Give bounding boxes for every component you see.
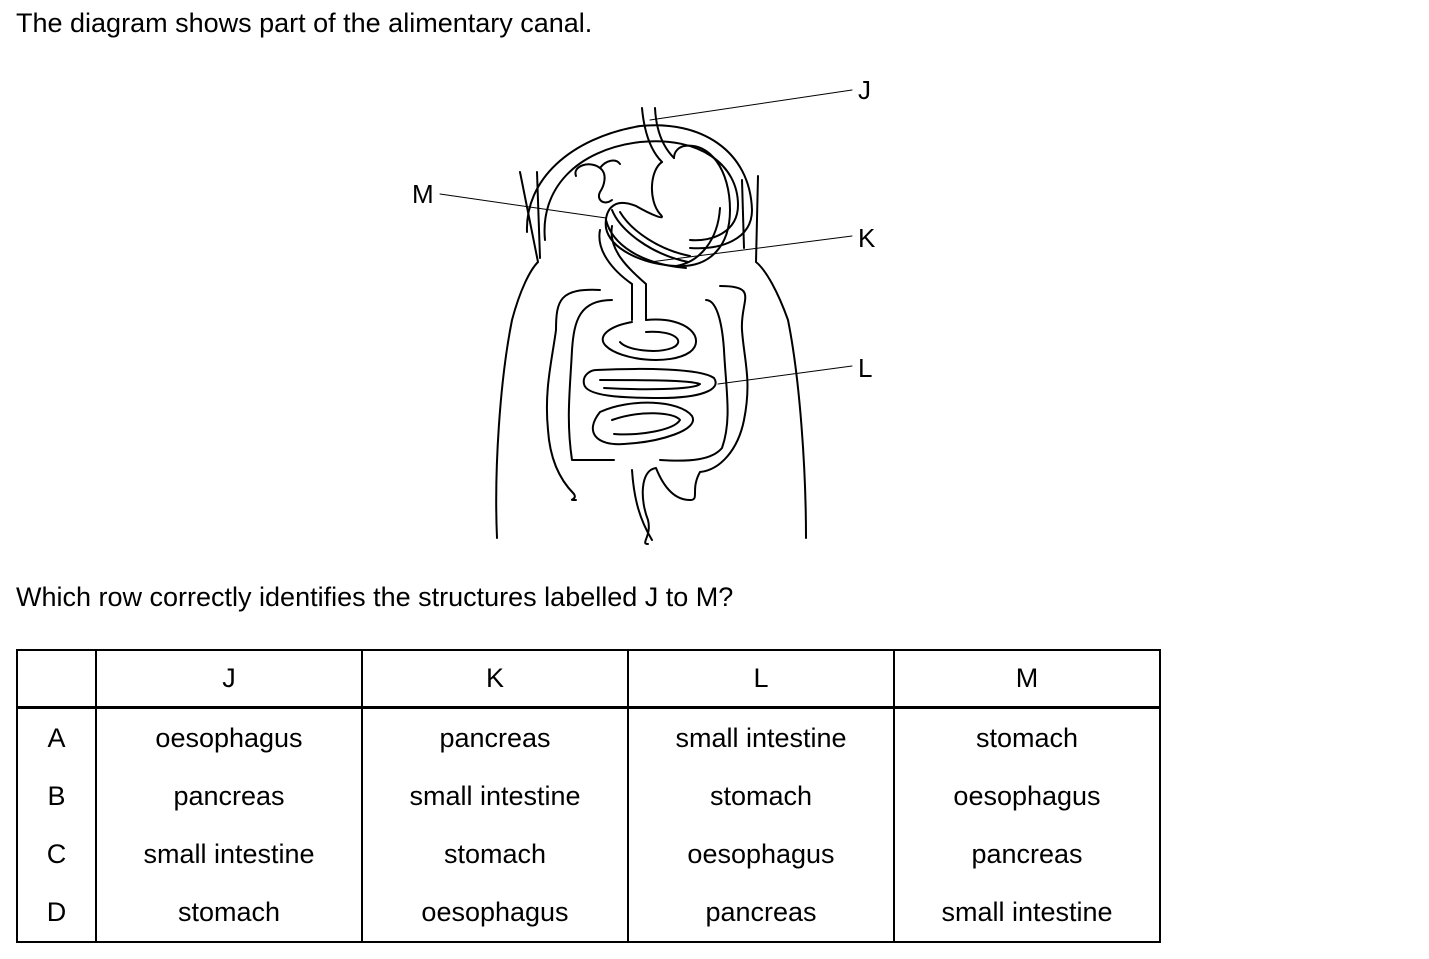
diaphragm-inner-right [741, 179, 745, 249]
leader-line-m [439, 193, 607, 219]
table-cell: stomach [893, 707, 1161, 767]
label-l: L [858, 353, 873, 383]
liver-outline [525, 124, 753, 250]
header-k: K [361, 649, 629, 709]
table-cell: pancreas [361, 707, 629, 767]
duodenum-right [610, 225, 647, 321]
liver-inner [543, 140, 739, 242]
label-j: J [858, 75, 871, 105]
small-intestine-2b [599, 379, 701, 391]
answer-table: J K L M A oesophagus pancreas small inte… [16, 649, 1161, 943]
alimentary-canal-diagram: J M K L [412, 75, 876, 545]
leader-line-j [649, 89, 853, 121]
row-key-a: A [16, 707, 97, 767]
gall-bladder [574, 163, 613, 204]
oesophagus-left [641, 107, 663, 163]
body-outline-left [495, 171, 539, 539]
table-cell: small intestine [893, 883, 1161, 943]
colon-outer [641, 285, 749, 545]
table-cell: stomach [361, 825, 629, 883]
table-cell: pancreas [893, 825, 1161, 883]
small-intestine-2 [582, 367, 717, 399]
colon-left-outer [545, 288, 601, 501]
row-key-b: B [16, 767, 97, 825]
label-k: K [858, 223, 876, 253]
oesophagus-right [654, 107, 675, 159]
header-m: M [893, 649, 1161, 709]
table-cell: oesophagus [361, 883, 629, 943]
stomach-inner [675, 207, 721, 267]
table-row[interactable]: D stomach oesophagus pancreas small inte… [16, 883, 1161, 943]
table-cell: oesophagus [95, 707, 363, 767]
header-j: J [95, 649, 363, 709]
label-m: M [412, 179, 434, 209]
small-intestine-3 [591, 401, 694, 446]
duodenum-left [598, 229, 633, 321]
table-cell: oesophagus [893, 767, 1161, 825]
table-cell: stomach [627, 767, 895, 825]
header-l: L [627, 649, 895, 709]
leader-line-k [649, 235, 853, 263]
table-row[interactable]: B pancreas small intestine stomach oesop… [16, 767, 1161, 825]
table-cell: small intestine [95, 825, 363, 883]
table-cell: pancreas [627, 883, 895, 943]
colon-left-inner [567, 299, 615, 461]
table-row[interactable]: A oesophagus pancreas small intestine st… [16, 707, 1161, 767]
small-intestine-1 [601, 318, 697, 361]
table-cell: small intestine [627, 707, 895, 767]
question-text: Which row correctly identifies the struc… [16, 582, 734, 612]
leader-line-l [717, 365, 853, 385]
row-key-d: D [16, 883, 97, 943]
pancreas-1 [611, 209, 689, 263]
row-key-c: C [16, 825, 97, 883]
rectum [631, 469, 653, 541]
pancreas-3 [619, 211, 691, 257]
table-cell: stomach [95, 883, 363, 943]
small-intestine-3b [611, 412, 681, 436]
body-outline-right [755, 175, 807, 539]
bile-duct [599, 159, 621, 169]
table-cell: pancreas [95, 767, 363, 825]
table-header-row: J K L M [16, 649, 1161, 709]
colon-right-inner [659, 299, 729, 462]
table-cell: oesophagus [627, 825, 895, 883]
header-blank [16, 649, 97, 709]
small-intestine-1b [619, 330, 680, 352]
intro-text: The diagram shows part of the alimentary… [16, 8, 593, 38]
table-cell: small intestine [361, 767, 629, 825]
pancreas-2 [605, 219, 687, 269]
table-row[interactable]: C small intestine stomach oesophagus pan… [16, 825, 1161, 883]
